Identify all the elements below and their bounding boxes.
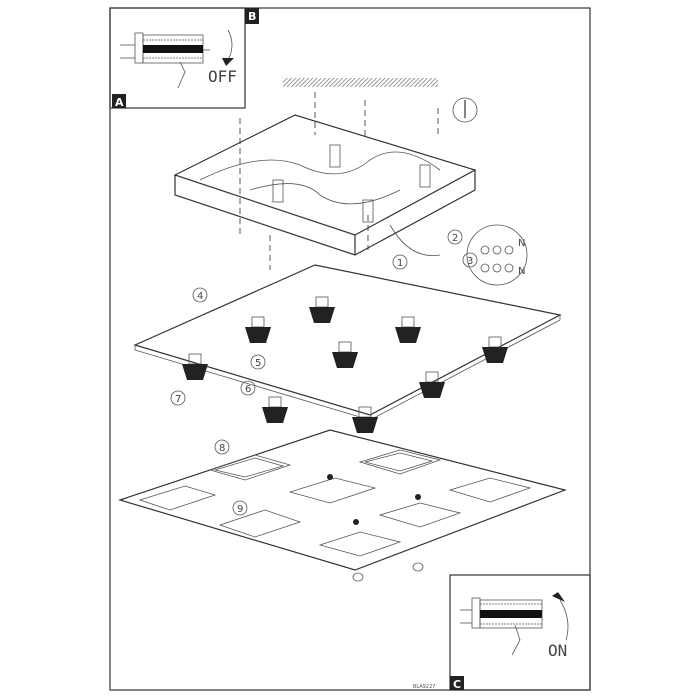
hand-icon xyxy=(511,624,521,656)
step-9: 9 xyxy=(232,500,248,516)
ceiling-hatch xyxy=(283,78,438,87)
mounting-screws xyxy=(239,92,439,250)
terminal-block-detail: N N xyxy=(466,224,528,286)
panel-switch-on: C ON BLA9227 xyxy=(413,574,591,691)
switch-on-label: ON xyxy=(548,641,567,660)
page-border xyxy=(109,7,591,691)
step-7: 7 xyxy=(170,390,186,406)
panel-tag-a: A xyxy=(115,96,124,109)
terminal-label-n: N xyxy=(518,238,525,249)
svg-text:9: 9 xyxy=(237,504,243,515)
panel-tag-c: C xyxy=(453,678,461,691)
arrow-up-icon xyxy=(559,599,569,641)
circuit-breaker-icon xyxy=(460,597,543,629)
hand-icon xyxy=(177,61,186,89)
step-6: 6 xyxy=(240,380,256,396)
supply-cable xyxy=(389,224,441,257)
svg-text:1: 1 xyxy=(397,258,403,269)
step-8: 8 xyxy=(214,439,230,455)
mounting-frame xyxy=(173,114,477,256)
screwdriver-icon xyxy=(452,97,478,123)
switch-off-label: OFF xyxy=(208,67,237,86)
svg-text:4: 4 xyxy=(197,291,203,302)
spotlights xyxy=(182,296,508,433)
panel-switch-off: B A OFF xyxy=(109,7,259,109)
step-4: 4 xyxy=(192,287,208,303)
step-3: 3 xyxy=(462,252,478,268)
svg-text:8: 8 xyxy=(219,443,225,454)
svg-text:3: 3 xyxy=(467,256,473,267)
svg-text:7: 7 xyxy=(175,394,181,405)
arrow-down-icon xyxy=(227,29,233,61)
svg-text:5: 5 xyxy=(255,358,261,369)
document-code: BLA9227 xyxy=(413,684,435,690)
panel-tag-b: B xyxy=(248,10,256,23)
terminal-label-n: N xyxy=(518,266,525,277)
cap-nut-icon xyxy=(352,572,364,582)
step-2: 2 xyxy=(447,229,463,245)
step-5: 5 xyxy=(250,354,266,370)
decorative-cover xyxy=(118,429,567,571)
circuit-breaker-icon xyxy=(120,32,210,64)
svg-text:6: 6 xyxy=(245,384,251,395)
step-1: 1 xyxy=(392,254,408,270)
svg-text:2: 2 xyxy=(452,233,458,244)
cap-nut-icon xyxy=(412,562,424,572)
